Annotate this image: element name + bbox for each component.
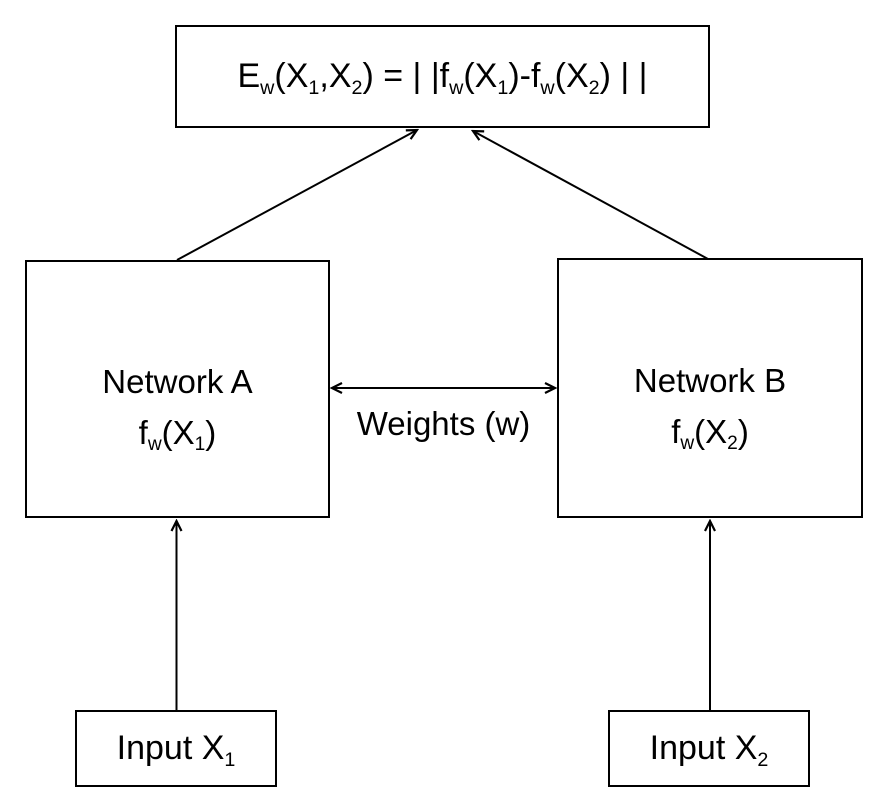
network-b-formula: fw(X2) (671, 412, 749, 454)
input-x2-box: Input X2 (608, 710, 810, 787)
network-a-formula: fw(X1) (138, 413, 217, 455)
energy-formula: Ew(X1,X2) = | |fw(X1)-fw(X2) | | (237, 57, 648, 99)
network-a-title: Network A (102, 363, 253, 401)
network-a-box: Network A fw(X1) (25, 260, 330, 518)
arrow-network-b-to-energy-icon (473, 131, 709, 260)
energy-function-box: Ew(X1,X2) = | |fw(X1)-fw(X2) | | (175, 25, 710, 128)
input-x1-box: Input X1 (75, 710, 277, 787)
input-x2-label: Input X2 (649, 729, 769, 771)
arrow-network-a-to-energy-icon (176, 130, 417, 261)
network-a-content: Network A fw(X1) (102, 361, 253, 455)
network-b-content: Network B fw(X2) (633, 360, 787, 454)
network-b-box: Network B fw(X2) (557, 258, 863, 518)
weights-label: Weights (w) (356, 405, 531, 442)
network-b-title: Network B (633, 362, 787, 400)
input-x1-label: Input X1 (116, 729, 236, 771)
